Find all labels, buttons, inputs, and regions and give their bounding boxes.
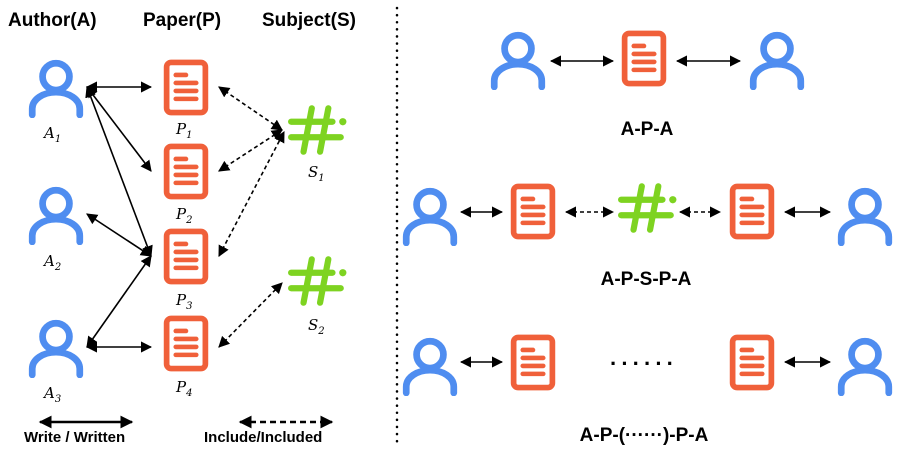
person-icon xyxy=(406,191,454,243)
document-icon xyxy=(167,231,206,281)
header-author: Author(A) xyxy=(8,10,97,31)
author-label-a1: A1 xyxy=(42,124,61,145)
paper-label-p2: P2 xyxy=(175,205,192,226)
legend-write-label: Write / Written xyxy=(24,429,125,446)
metapath-label-apa: A-P-A xyxy=(621,119,674,140)
author-node-a1: A1 xyxy=(32,63,80,145)
edge-a2-p3 xyxy=(86,213,152,257)
subject-node-s2: S2 xyxy=(291,259,346,337)
document-icon xyxy=(167,62,206,112)
legend-include-label: Include/Included xyxy=(204,429,322,446)
edge-p1-s1 xyxy=(218,86,283,131)
header-subject: Subject(S) xyxy=(262,10,356,31)
edge-a3-p3 xyxy=(86,255,152,348)
person-icon xyxy=(753,35,801,87)
document-icon xyxy=(733,186,772,236)
paper-node-p2: P2 xyxy=(167,146,206,226)
person-icon xyxy=(32,190,80,242)
edge-p3-s1 xyxy=(218,131,285,257)
document-icon xyxy=(514,337,553,387)
document-icon xyxy=(167,146,206,196)
subject-label-s1: S1 xyxy=(308,163,325,184)
metapath-apspa: A-P-S-P-A xyxy=(406,186,889,290)
include-edges xyxy=(218,86,285,348)
document-icon xyxy=(514,186,553,236)
legend-include: Include/Included xyxy=(204,415,334,446)
paper-node-p4: P4 xyxy=(167,318,206,399)
metapath-ap-dots-pa: ······ A-P-(······)-P-A xyxy=(406,337,889,446)
header-paper: Paper(P) xyxy=(143,10,221,31)
author-node-a3: A3 xyxy=(32,323,80,405)
write-edges xyxy=(85,81,153,353)
metapath-label-ap-dots-pa: A-P-(······)-P-A xyxy=(580,425,709,446)
document-icon xyxy=(625,33,664,83)
hashtag-icon xyxy=(291,108,346,151)
paper-node-p1: P1 xyxy=(167,62,206,141)
edge-a1-p3 xyxy=(85,85,153,258)
metapath-apa: A-P-A xyxy=(494,33,801,140)
hashtag-icon xyxy=(291,259,346,302)
person-icon xyxy=(841,341,889,393)
subject-label-s2: S2 xyxy=(308,316,325,337)
edge-p2-s1 xyxy=(218,129,283,172)
legend-write: Write / Written xyxy=(24,415,134,446)
person-icon xyxy=(841,191,889,243)
hashtag-icon xyxy=(621,186,676,229)
document-icon xyxy=(167,318,206,368)
person-icon xyxy=(32,323,80,375)
person-icon xyxy=(494,35,542,87)
edge-p4-s2 xyxy=(218,282,283,348)
metapath-ellipsis: ······ xyxy=(610,351,678,376)
author-label-a3: A3 xyxy=(42,384,61,405)
document-icon xyxy=(733,337,772,387)
person-icon xyxy=(32,63,80,115)
edge-a1-p2 xyxy=(86,86,152,172)
author-label-a2: A2 xyxy=(42,252,61,273)
paper-label-p4: P4 xyxy=(175,378,192,399)
author-node-a2: A2 xyxy=(32,190,80,273)
subject-node-s1: S1 xyxy=(291,108,346,184)
person-icon xyxy=(406,341,454,393)
paper-label-p3: P3 xyxy=(175,291,192,312)
paper-label-p1: P1 xyxy=(175,120,192,141)
paper-node-p3: P3 xyxy=(167,231,206,312)
metapath-label-apspa: A-P-S-P-A xyxy=(601,269,692,290)
